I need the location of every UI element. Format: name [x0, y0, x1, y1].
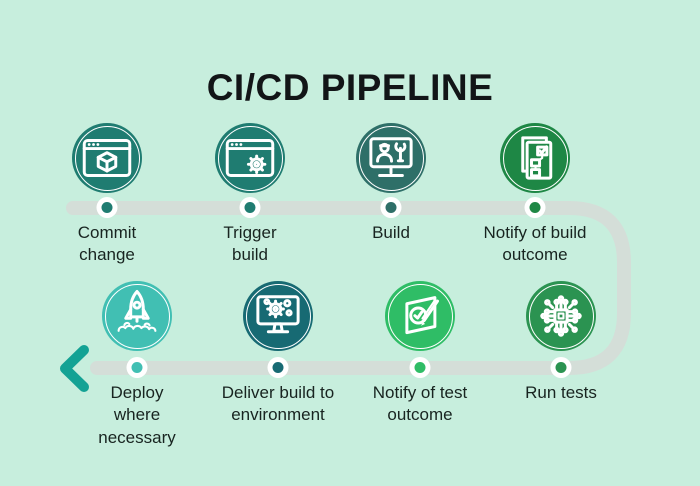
step-build: Build	[306, 123, 476, 293]
timeline-dot	[550, 357, 572, 378]
timeline-dot	[96, 197, 118, 218]
timeline-dot	[524, 197, 546, 218]
step-circle	[526, 281, 596, 351]
step-label: Notify of build outcome	[483, 223, 587, 265]
step-circle	[243, 281, 313, 351]
timeline-dot	[380, 197, 402, 218]
step-circle	[500, 123, 570, 193]
step-label: Deliver build to environment	[221, 383, 335, 425]
step-label: Deploy where necessary	[98, 383, 176, 447]
step-notify-build-outcome: Notify of build outcome	[450, 123, 620, 293]
step-label: Trigger build	[223, 223, 277, 265]
step-deliver-build: Deliver build to environment	[193, 281, 363, 451]
step-notify-test-outcome: Notify of test outcome	[335, 281, 505, 451]
step-label: Build	[372, 223, 410, 242]
circle-ring	[502, 125, 568, 191]
timeline-dot	[126, 357, 148, 378]
monitor-builder-icon	[369, 137, 413, 177]
circle-ring	[358, 125, 424, 191]
step-trigger-build: Trigger build	[165, 123, 335, 293]
doc-checklist-icon	[521, 136, 553, 180]
monitor-gear-icon	[256, 295, 300, 334]
step-circle	[356, 123, 426, 193]
step-circle	[385, 281, 455, 351]
step-label: Commit change	[77, 223, 137, 265]
circle-ring	[528, 283, 594, 349]
timeline-dot	[267, 357, 289, 378]
step-run-tests: Run tests	[476, 281, 646, 451]
rocket-icon	[117, 290, 157, 332]
step-circle	[102, 281, 172, 351]
circle-ring	[104, 283, 170, 349]
panel-check-pencil-icon	[405, 296, 439, 335]
browser-gear-icon	[225, 139, 275, 177]
timeline-dot	[239, 197, 261, 218]
pipeline-path	[66, 201, 631, 375]
circle-ring	[387, 283, 453, 349]
browser-cube-icon	[82, 139, 132, 177]
flow-arrow-icon	[60, 345, 89, 392]
chip-circuit-icon	[540, 295, 582, 337]
circle-ring	[74, 125, 140, 191]
circle-ring	[217, 125, 283, 191]
step-commit-change: Commit change	[22, 123, 192, 293]
timeline-dot	[409, 357, 431, 378]
step-circle	[72, 123, 142, 193]
step-deploy: Deploy where necessary	[52, 281, 222, 451]
page-title: CI/CD PIPELINE	[206, 66, 494, 108]
step-label: Notify of test outcome	[372, 383, 468, 425]
step-label: Run tests	[525, 383, 597, 402]
circle-ring	[245, 283, 311, 349]
step-circle	[215, 123, 285, 193]
